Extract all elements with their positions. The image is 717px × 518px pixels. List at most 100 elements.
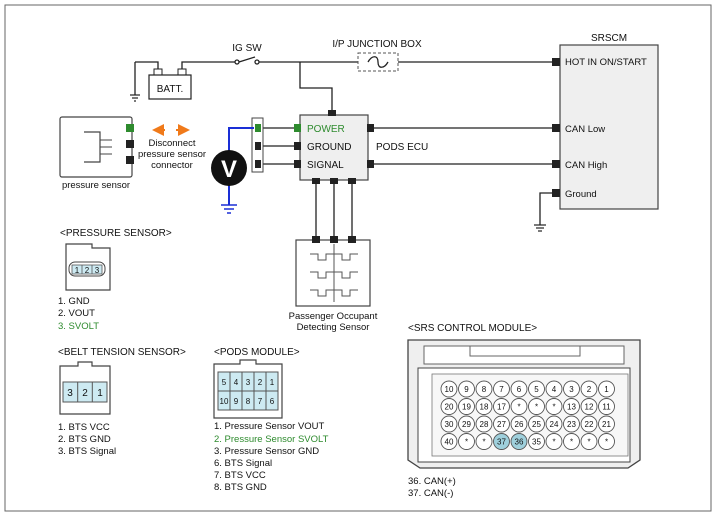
ground-symbol-srscm — [534, 224, 546, 232]
pods-module-connector — [213, 359, 283, 419]
srs-pin-label: 3 — [569, 385, 574, 394]
srs-pin — [440, 380, 458, 398]
srs-pin — [475, 433, 493, 450]
pin-ground-label: GROUND — [307, 142, 351, 153]
pressure-sensor-connector — [65, 243, 111, 291]
srs-pin-label: 7 — [499, 385, 504, 394]
pressure-item-1: 1. GND — [58, 296, 90, 307]
ip-junction-box — [357, 52, 399, 72]
srs-pin-label: * — [587, 438, 590, 447]
srs-pin-label: 18 — [480, 403, 489, 412]
pods-item-6: 8. BTS GND — [214, 482, 267, 493]
srs-pin-label: * — [552, 403, 555, 412]
srs-pin-label: 27 — [497, 420, 506, 429]
disconnect-text-1: Disconnect — [149, 138, 196, 149]
srs-pin-label: * — [605, 438, 608, 447]
srs-pin — [510, 380, 528, 398]
srs-pin-label: 11 — [602, 403, 611, 412]
srs-pin — [440, 433, 458, 450]
srs-item-1: 36. CAN(+) — [408, 476, 456, 487]
voltmeter-symbol: V — [221, 156, 237, 183]
srs-pin-label: 6 — [517, 385, 522, 394]
pods-pin-label: 6 — [270, 397, 275, 406]
pods-item-2: 2. Pressure Sensor SVOLT — [214, 434, 329, 445]
srs-pin-label: 24 — [550, 420, 559, 429]
srs-pin — [493, 398, 510, 415]
pods-sensor-label-1: Passenger Occupant — [289, 311, 378, 322]
pods-sensor-icon — [295, 236, 371, 307]
pods-item-3: 3. Pressure Sensor GND — [214, 446, 319, 457]
pin-signal-label: SIGNAL — [307, 160, 344, 171]
srs-pin — [458, 433, 475, 450]
pods-pin-label: 8 — [246, 397, 251, 406]
srscm-module — [552, 44, 659, 210]
srs-pin — [528, 433, 545, 450]
srs-pin-label: 23 — [567, 420, 576, 429]
pin-power-label: POWER — [307, 124, 345, 135]
srs-pin — [493, 415, 510, 433]
srs-pin — [598, 433, 615, 450]
srs-pin — [528, 398, 545, 415]
srs-pin — [580, 433, 598, 450]
pods-item-5: 7. BTS VCC — [214, 470, 266, 481]
pressure-pin-1: 1 — [75, 266, 80, 275]
srs-pin-label: 26 — [515, 420, 524, 429]
srs-pin-label: 30 — [445, 420, 454, 429]
srs-pin — [563, 398, 580, 415]
voltmeter — [211, 150, 247, 186]
srs-pin — [475, 415, 493, 433]
srs-pin-label: 22 — [585, 420, 594, 429]
pressure-item-3: 3. SVOLT — [58, 321, 99, 332]
pods-pin-label: 7 — [258, 397, 263, 406]
srs-module-panel-title: <SRS CONTROL MODULE> — [408, 323, 537, 334]
srs-pin — [510, 398, 528, 415]
voltmeter-probe-wires — [228, 127, 254, 205]
bts-pin-a: 3 — [67, 388, 73, 399]
srs-pin-label: 4 — [552, 385, 557, 394]
srs-pin-label: 17 — [497, 403, 506, 412]
pods-pin-label: 10 — [220, 397, 229, 406]
top-wiring — [134, 61, 555, 238]
srs-pin — [545, 380, 563, 398]
srs-pin-label: 28 — [480, 420, 489, 429]
ig-switch — [234, 56, 260, 65]
pods-module-panel-title: <PODS MODULE> — [214, 347, 300, 358]
srs-pin — [598, 398, 615, 415]
bts-item-1: 1. BTS VCC — [58, 422, 110, 433]
battery-label: BATT. — [157, 84, 183, 95]
srs-pin-label: 29 — [462, 420, 471, 429]
pods-pin-label: 5 — [222, 378, 227, 387]
pods-pin-label: 4 — [234, 378, 239, 387]
srs-pin — [458, 398, 475, 415]
srs-pin — [580, 380, 598, 398]
pods-pin-label: 1 — [270, 378, 275, 387]
disconnect-text-3: connector — [151, 160, 193, 171]
srs-pin — [528, 380, 545, 398]
pressure-pin-2: 2 — [85, 266, 90, 275]
battery: BATT. — [148, 68, 192, 100]
srs-pin — [458, 380, 475, 398]
srscm-title: SRSCM — [591, 33, 627, 44]
srs-pin — [528, 415, 545, 433]
srs-pin-label: 5 — [534, 385, 539, 394]
pressure-sensor-label: pressure sensor — [62, 180, 130, 191]
srs-pin — [563, 415, 580, 433]
pressure-sensor-panel-title: <PRESSURE SENSOR> — [60, 228, 172, 239]
srs-pin-label: * — [552, 438, 555, 447]
srs-pin — [563, 433, 580, 450]
pressure-item-2: 2. VOUT — [58, 308, 95, 319]
srs-pin — [493, 433, 510, 450]
pods-ecu — [294, 110, 374, 184]
srs-pin-label: 40 — [445, 438, 454, 447]
srs-pin — [440, 398, 458, 415]
srs-pin-label: 13 — [567, 403, 576, 412]
ground-symbol-battery — [130, 94, 140, 102]
ground-symbol-voltmeter — [221, 204, 237, 214]
srscm-can-low: CAN Low — [565, 124, 605, 135]
pressure-sensor-icon — [59, 116, 134, 178]
pressure-pin-3: 3 — [95, 266, 100, 275]
srs-pin — [493, 380, 510, 398]
srs-pin — [545, 433, 563, 450]
srs-pin-label: * — [535, 403, 538, 412]
